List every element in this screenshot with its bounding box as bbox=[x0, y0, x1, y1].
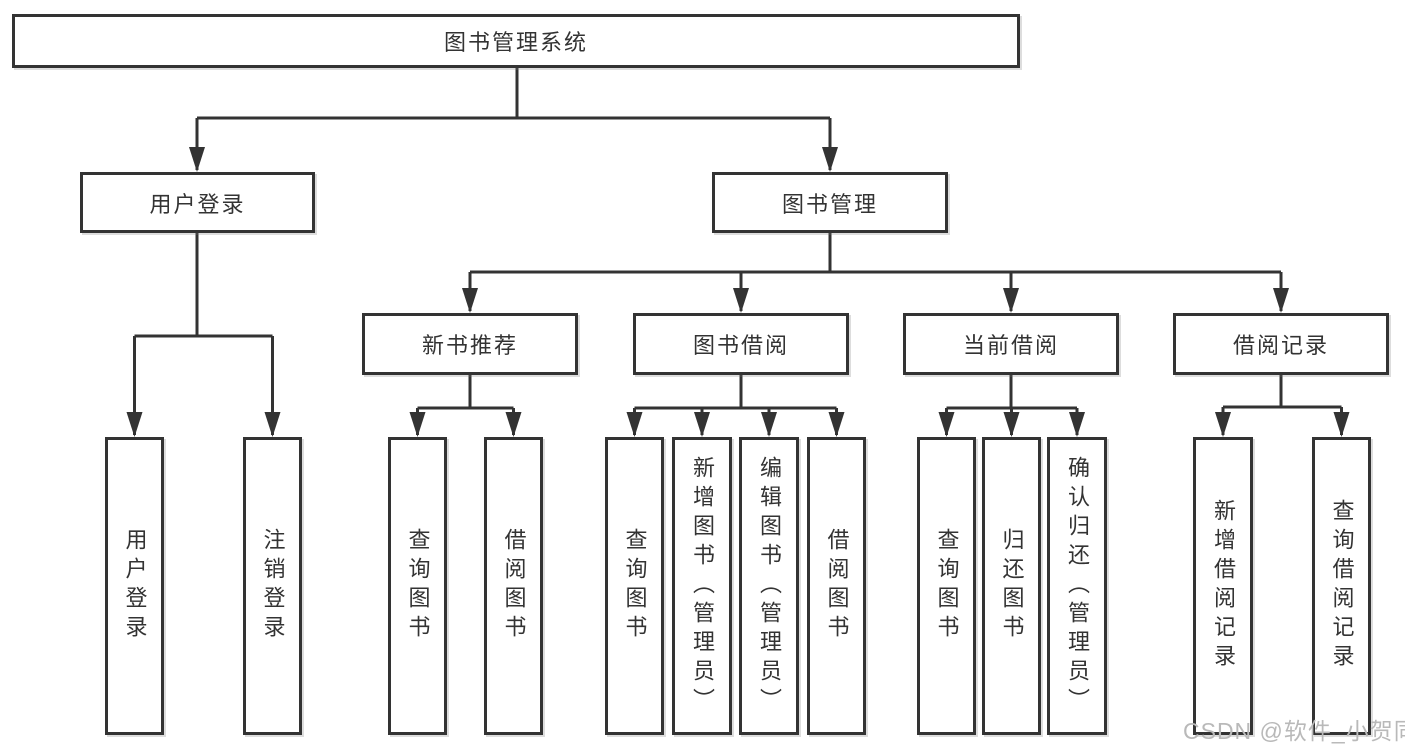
leaf-current-return-books: 归还图书 bbox=[982, 437, 1041, 735]
leaf-borrow-borrow-books: 借阅图书 bbox=[807, 437, 866, 735]
leaf-recommend-query-books: 查询图书 bbox=[388, 437, 447, 735]
arrowheads bbox=[126, 147, 1350, 437]
node-user-login: 用户登录 bbox=[80, 172, 315, 233]
node-current-borrowing: 当前借阅 bbox=[903, 313, 1119, 375]
leaf-recommend-borrow-books: 借阅图书 bbox=[484, 437, 543, 735]
connector-paths bbox=[133, 68, 1343, 435]
node-book-borrowing: 图书借阅 bbox=[633, 313, 849, 375]
node-library-management-system: 图书管理系统 bbox=[12, 14, 1020, 68]
leaf-records-add-record: 新增借阅记录 bbox=[1193, 437, 1253, 735]
leaf-borrow-query-books: 查询图书 bbox=[605, 437, 664, 735]
leaf-borrow-edit-books-admin: 编辑图书（管理员） bbox=[739, 437, 799, 735]
leaf-logout: 注销登录 bbox=[243, 437, 302, 735]
node-borrowing-records: 借阅记录 bbox=[1173, 313, 1389, 375]
leaf-borrow-add-books-admin: 新增图书（管理员） bbox=[672, 437, 732, 735]
node-book-management: 图书管理 bbox=[712, 172, 948, 233]
leaf-current-query-books: 查询图书 bbox=[917, 437, 976, 735]
leaf-records-query-record: 查询借阅记录 bbox=[1312, 437, 1371, 735]
node-new-book-recommend: 新书推荐 bbox=[362, 313, 578, 375]
csdn-watermark: CSDN @软件_小贺同学 bbox=[1183, 718, 1405, 744]
leaf-user-login: 用户登录 bbox=[105, 437, 164, 735]
leaf-current-confirm-return-admin: 确认归还（管理员） bbox=[1047, 437, 1107, 735]
